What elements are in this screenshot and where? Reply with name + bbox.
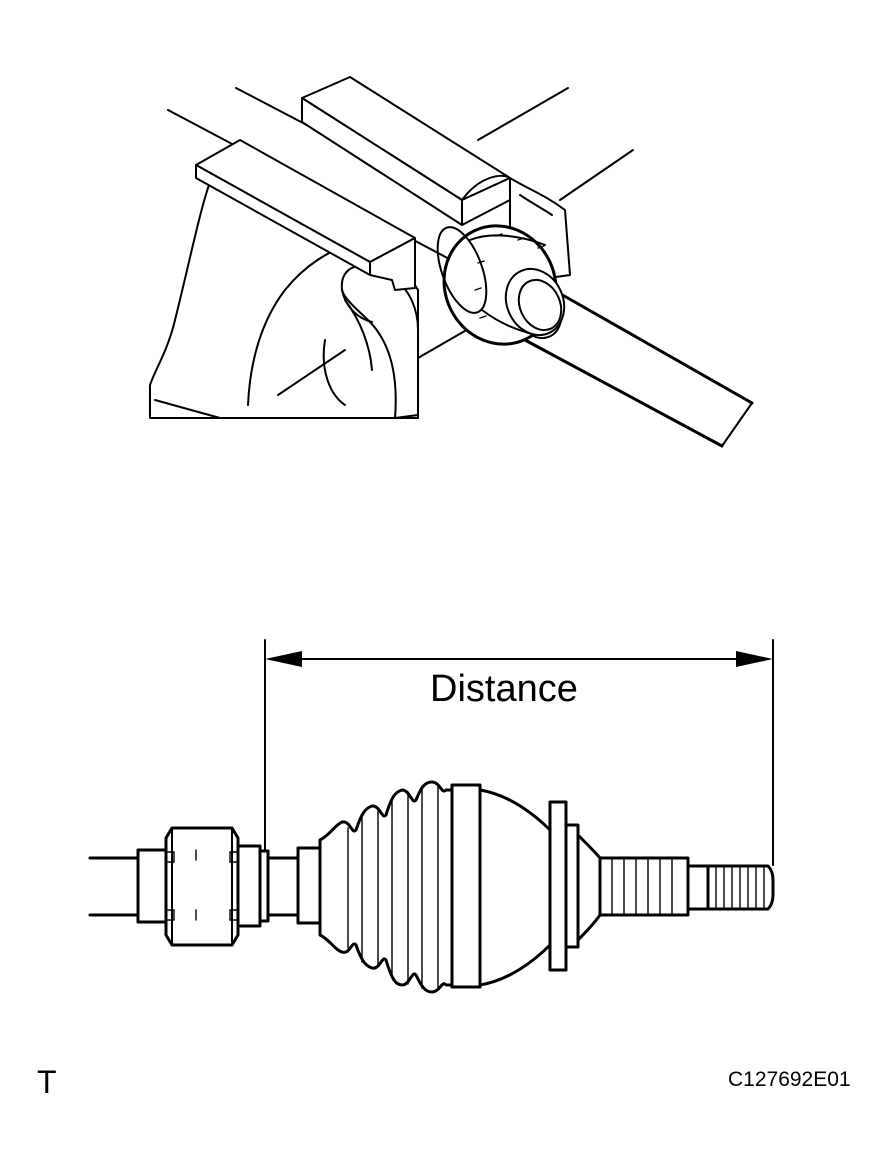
outer-joint-housing: [450, 783, 602, 989]
inner-joint-housing: [136, 826, 300, 947]
distance-label: Distance: [430, 668, 578, 710]
boot-clamp: [296, 846, 322, 925]
cv-boot-bellows: [318, 780, 454, 994]
corner-mark: T: [37, 1064, 57, 1100]
figure-code: C127692E01: [728, 1068, 851, 1091]
right-arrowhead: [736, 651, 773, 667]
cv-joint-housing: [436, 224, 566, 346]
vise-front-jaw: [195, 139, 416, 291]
left-arrowhead: [265, 651, 302, 667]
inner-shaft-stub: [88, 856, 140, 917]
vise-holding-shaft-illustration: [149, 76, 754, 448]
splined-shaft-end: [598, 856, 775, 917]
